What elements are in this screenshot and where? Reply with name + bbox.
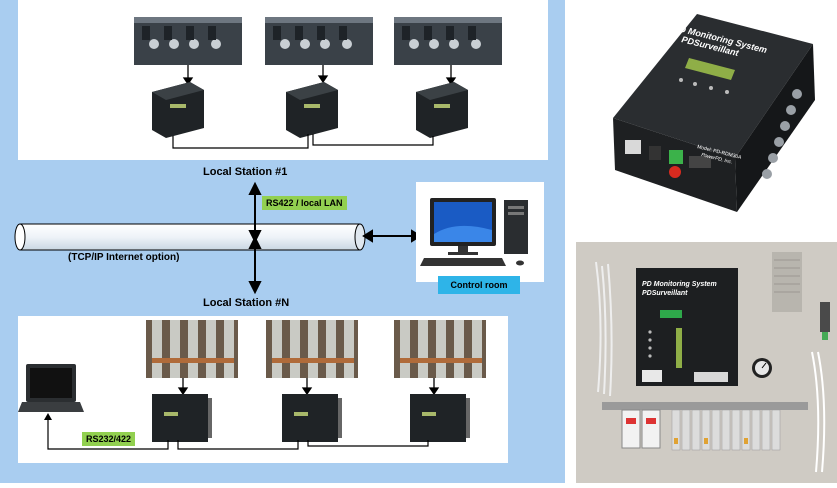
cabinet-illustration: PD Monitoring System PDSurveillant: [576, 242, 837, 483]
control-room-computer: [420, 198, 528, 266]
keyboard-icon: [420, 258, 524, 266]
station-1-illustration: [134, 17, 502, 149]
device-photo: PD Monitoring System PDSurveillant Model…: [585, 0, 837, 230]
control-room-panel: [416, 182, 544, 282]
pd-monitor-device: [286, 82, 338, 138]
cabinet-device-title-line2: PDSurveillant: [642, 290, 688, 297]
cabinet-photo: PD Monitoring System PDSurveillant: [576, 242, 837, 483]
control-room-tag: Control room: [438, 276, 520, 294]
link-arrow-control-room: [362, 229, 422, 243]
pd-monitor-device: [282, 394, 342, 442]
network-diagram: Local Station #1 Local Station #N: [0, 0, 565, 483]
pd-monitor-device: [152, 394, 212, 442]
pd-monitor-device: [152, 82, 204, 138]
switchgear-photo: [134, 17, 242, 65]
station-n-panel: [18, 316, 508, 463]
rs422-tag: RS422 / local LAN: [262, 196, 347, 210]
network-backbone: [14, 181, 422, 295]
tcpip-label: (TCP/IP Internet option): [68, 252, 180, 263]
cabinet-device-title-line1: PD Monitoring System: [642, 281, 717, 288]
link-arrow-up: [248, 181, 262, 244]
station-1-panel: [18, 0, 548, 160]
station-n-label: Local Station #N: [203, 297, 290, 309]
pd-device-illustration: PD Monitoring System PDSurveillant Model…: [613, 14, 815, 212]
pd-monitor-device: [410, 394, 470, 442]
computer-tower-icon: [504, 200, 528, 254]
station-n-illustration: [18, 320, 486, 450]
pd-monitor-device: [416, 82, 468, 138]
transformer-photo: [146, 320, 238, 378]
switchgear-photo: [265, 17, 373, 65]
pd-monitor-device: [636, 268, 738, 386]
laptop-icon: [18, 364, 84, 412]
monitor-icon: [430, 198, 496, 255]
internet-cable: [14, 223, 366, 251]
switchgear-photo: [394, 17, 502, 65]
transformer-photo: [266, 320, 358, 378]
transformer-photo: [394, 320, 486, 378]
rs232-tag: RS232/422: [82, 432, 136, 446]
link-arrow-down: [248, 235, 262, 295]
station-1-label: Local Station #1: [203, 166, 288, 178]
circuit-breakers: [621, 409, 661, 449]
